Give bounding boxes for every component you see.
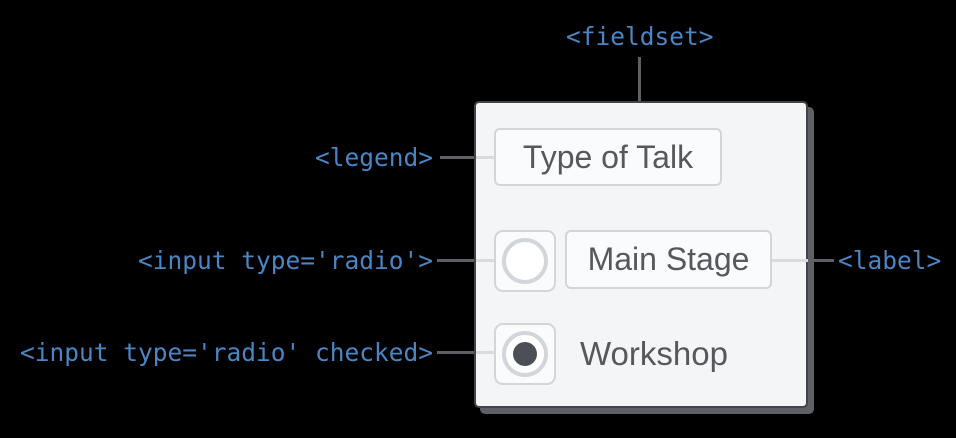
radio-workshop[interactable] (494, 323, 556, 385)
radio2-connector-line-light (476, 351, 494, 354)
label-workshop-text: Workshop (580, 335, 728, 372)
label-workshop[interactable]: Workshop (580, 323, 728, 385)
input-radio-tag-annotation: <input type='radio'> (137, 246, 433, 275)
label-tag-annotation: <label> (838, 246, 942, 275)
legend-tag-annotation: <legend> (314, 143, 433, 172)
radio-circle-checked (502, 331, 548, 377)
label-connector-line-light (770, 259, 808, 262)
input-radio-checked-tag-annotation: <input type='radio' checked> (19, 338, 433, 367)
legend-connector-line-dark (440, 156, 474, 159)
radio-circle-unchecked (502, 238, 548, 284)
label-connector-line-dark (806, 259, 834, 262)
fieldset-tag-annotation: <fieldset> (566, 22, 714, 51)
label-main-stage-text: Main Stage (587, 241, 750, 277)
radio1-connector-line-light (476, 259, 494, 262)
label-main-stage[interactable]: Main Stage (565, 230, 772, 289)
radio-main-stage[interactable] (494, 230, 556, 292)
legend-text: Type of Talk (522, 138, 694, 175)
legend-box: Type of Talk (494, 128, 722, 186)
legend-connector-line-light (476, 156, 494, 159)
fieldset-connector-line (638, 57, 641, 101)
radio-dot (513, 342, 537, 366)
radio2-connector-line-dark (437, 351, 474, 354)
radio1-connector-line-dark (437, 259, 474, 262)
